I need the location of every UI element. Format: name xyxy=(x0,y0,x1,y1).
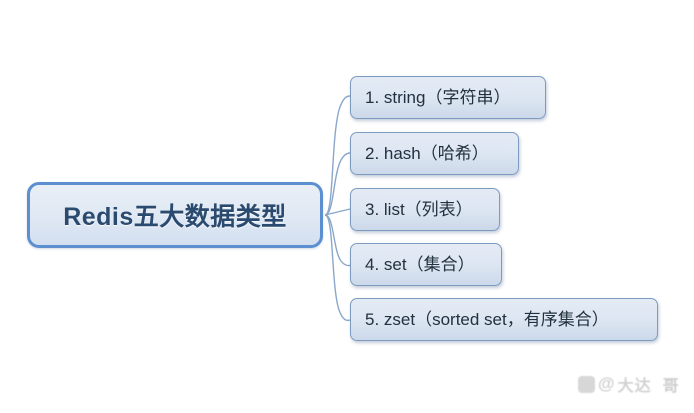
child-node-label: 1. string（字符串） xyxy=(365,88,511,107)
child-node-label: 3. list（列表） xyxy=(365,200,473,219)
watermark-suffix: 哥 xyxy=(662,378,679,395)
watermark-name: 大达 xyxy=(617,378,652,395)
child-node-list[interactable]: 3. list（列表） xyxy=(350,188,500,231)
child-node-zset[interactable]: 5. zset（sorted set，有序集合） xyxy=(350,298,658,341)
child-node-string[interactable]: 1. string（字符串） xyxy=(350,76,546,119)
connector-to-child-1 xyxy=(324,95,351,216)
child-node-label: 4. set（集合） xyxy=(365,255,475,274)
child-node-label: 5. zset（sorted set，有序集合） xyxy=(365,310,609,329)
connector-to-child-5 xyxy=(324,214,351,322)
child-node-set[interactable]: 4. set（集合） xyxy=(350,243,502,286)
connector-to-child-2 xyxy=(324,152,351,216)
connector-to-child-4 xyxy=(324,214,351,267)
root-node-label: Redis五大数据类型 xyxy=(63,203,287,231)
watermark: @ 大达 哥 xyxy=(578,372,679,396)
child-node-hash[interactable]: 2. hash（哈希） xyxy=(350,132,519,175)
watermark-at-symbol: @ xyxy=(598,374,615,393)
root-node[interactable]: Redis五大数据类型 xyxy=(27,182,323,248)
watermark-badge-icon xyxy=(578,375,595,393)
connector-to-child-3 xyxy=(324,208,351,216)
child-node-label: 2. hash（哈希） xyxy=(365,144,489,163)
